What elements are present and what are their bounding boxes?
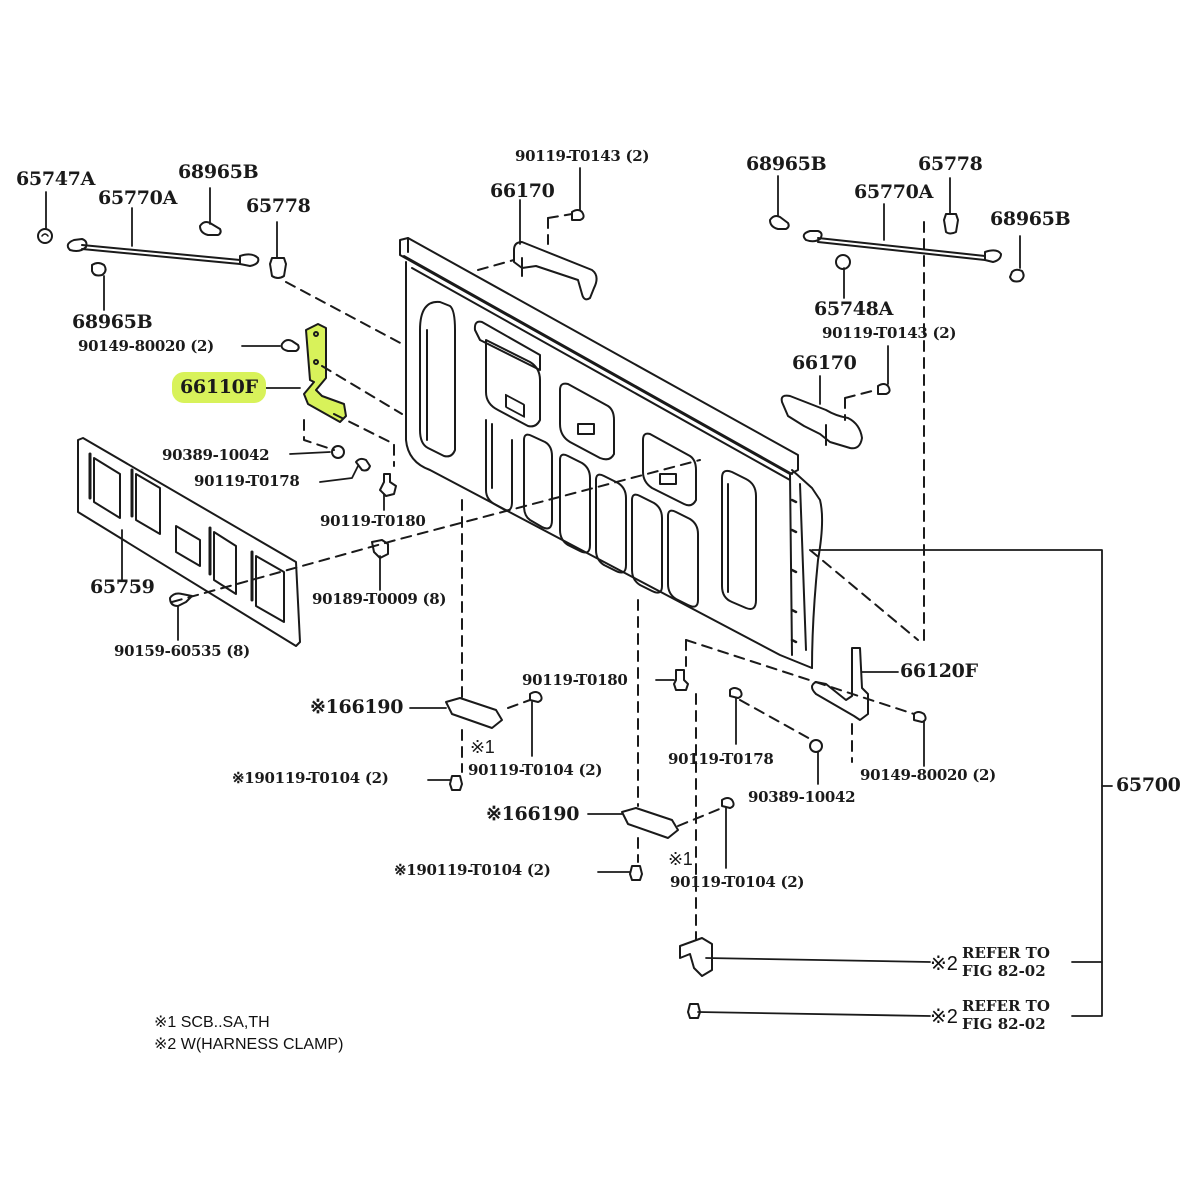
part-label-note1-lower: ※1 [668,849,693,869]
reference-line2: FIG 82-02 [962,1015,1046,1033]
bracket-66110F [303,323,347,423]
part-label-90119-T0143-right: 90119-T0143 (2) [822,324,957,342]
part-label-68965B-bottom-left: 68965B [72,311,153,333]
reference-2: ※2 REFER TO FIG 82-02 [930,998,1080,1038]
part-label-90119-T0178-left: 90119-T0178 [194,472,300,490]
part-label-90119-T0104-upper: 90119-T0104 (2) [468,761,603,779]
part-label-66170-top: 66170 [490,180,555,202]
reference-line1: REFER TO [962,944,1050,962]
cable-assembly-left [37,221,287,279]
footnote-2: ※2 W(HARNESS CLAMP) [154,1036,344,1053]
dashed-guides [171,213,925,941]
part-label-65778-right: 65778 [918,153,983,175]
fasteners [169,339,927,1019]
tailgate-panel-65700 [399,237,824,669]
footnote-1: ※1 SCB..SA,TH [154,1014,270,1031]
leader-lines [45,167,1113,1017]
part-label-65759: 65759 [90,576,155,598]
reference-1: ※2 REFER TO FIG 82-02 [930,945,1080,985]
part-label-90149-80020-right: 90149-80020 (2) [860,766,996,784]
part-label-90389-10042-right: 90389-10042 [748,788,856,806]
part-label-65748A: 65748A [814,298,894,320]
license-plate-65759 [77,437,301,647]
part-label-note1-upper: ※1 [470,737,495,757]
part-label-90389-10042-left: 90389-10042 [162,446,270,464]
reference-line2: FIG 82-02 [962,962,1046,980]
part-label-90189-T0009: 90189-T0009 (8) [312,590,447,608]
part-label-65778-left: 65778 [246,195,311,217]
hinge-handle-lower [780,383,891,450]
part-label-90119-T0178-right: 90119-T0178 [668,750,774,768]
part-label-68965B-right: 68965B [990,208,1071,230]
part-label-68965B-top-right: 68965B [746,153,827,175]
part-label-65770A-right: 65770A [854,181,934,203]
cable-assembly-right [769,213,1025,283]
part-label-90119-T0143-top: 90119-T0143 (2) [515,147,650,165]
part-label-190119-T0104-upper: ※190119-T0104 (2) [232,769,389,787]
part-label-90119-T0104-lower: 90119-T0104 (2) [670,873,805,891]
part-label-65770A-left: 65770A [98,187,178,209]
part-label-90119-T0180-left: 90119-T0180 [320,512,426,530]
part-label-65700: 65700 [1116,774,1181,796]
reference-mark: ※2 [930,953,958,975]
part-label-66170-right: 66170 [792,352,857,374]
part-label-90149-80020-left: 90149-80020 (2) [78,337,214,355]
reference-line1: REFER TO [962,997,1050,1015]
part-label-68965B-top-left: 68965B [178,161,259,183]
reference-mark: ※2 [930,1006,958,1028]
part-label-65747A: 65747A [16,168,96,190]
part-label-66120F: 66120F [900,660,978,682]
part-label-190119-T0104-lower: ※190119-T0104 (2) [394,861,551,879]
part-label-90119-T0180-center: 90119-T0180 [522,671,628,689]
part-label-90159-60535: 90159-60535 (8) [114,642,250,660]
part-label-166190-upper: ※166190 [310,696,404,718]
hinge-handle-upper [513,209,598,301]
part-label-166190-lower: ※166190 [486,803,580,825]
part-label-66110F-highlighted: 66110F [172,372,266,403]
